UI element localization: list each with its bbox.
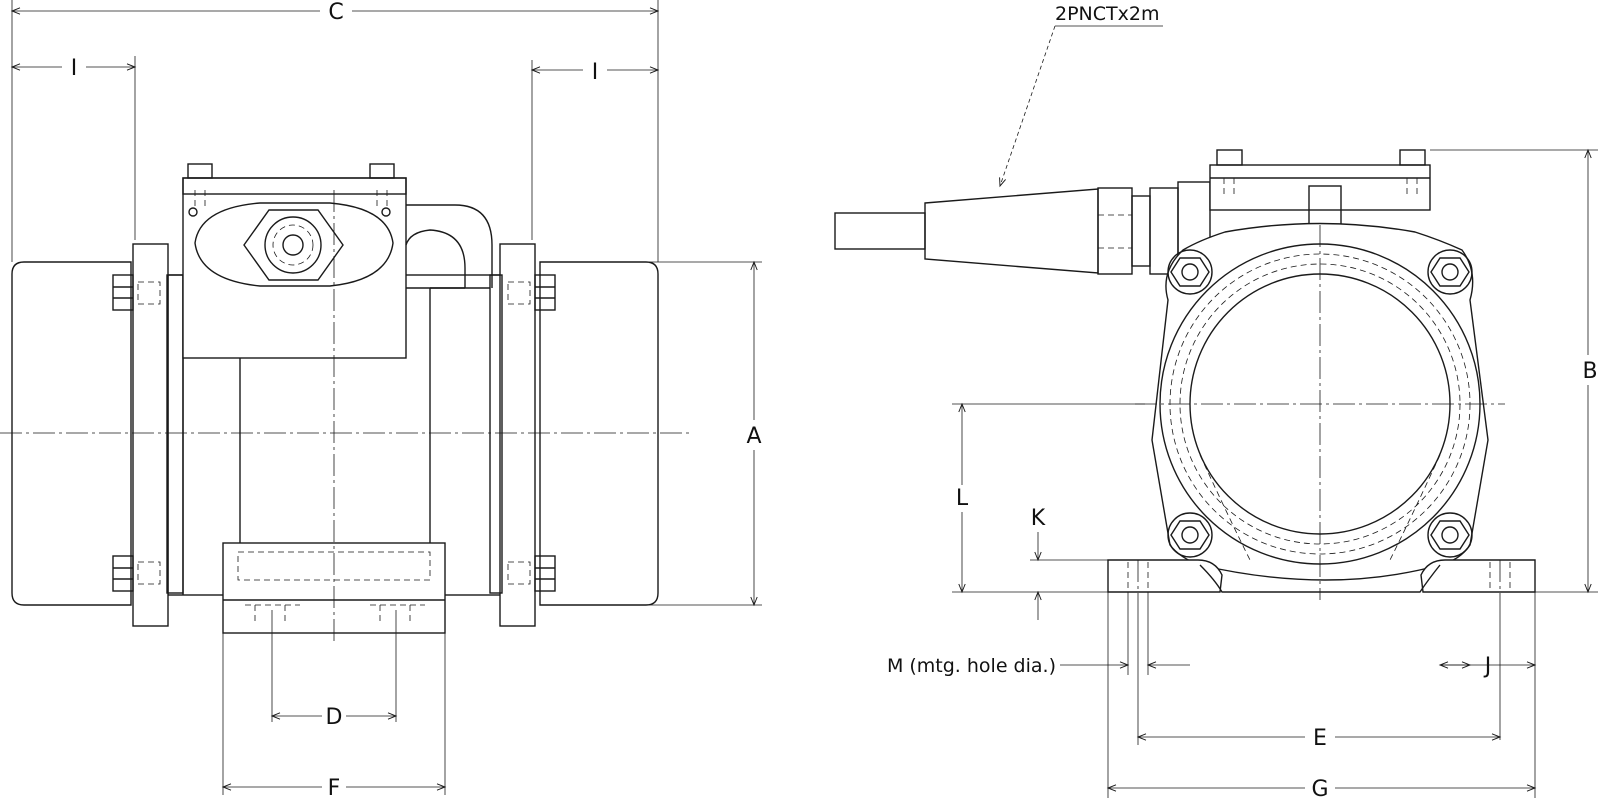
- terminal-box: [182, 177, 407, 359]
- top-bolt-left: [187, 163, 213, 179]
- side-foot-left: [1107, 559, 1223, 593]
- cable-gland-hex: [243, 209, 344, 281]
- cable-strain-relief: [924, 188, 1099, 274]
- corner-bolt-top-right: [1427, 249, 1473, 295]
- dim-label-A: A: [746, 424, 761, 449]
- cable: [834, 212, 926, 250]
- dim-label-L: L: [956, 486, 969, 511]
- corner-bolt-bottom-left: [1167, 512, 1213, 558]
- motor-body-right-end: [539, 261, 659, 606]
- dim-label-I-left: I: [71, 56, 78, 81]
- top-bolt-right: [369, 163, 395, 179]
- gland-nut: [1097, 187, 1133, 275]
- flange-bolt-lower-left: [112, 555, 134, 592]
- motor-body-left-end: [11, 261, 132, 606]
- cable-callout-label: 2PNCTx2m: [1055, 3, 1159, 25]
- dim-label-F: F: [328, 776, 341, 800]
- corner-bolt-bottom-right: [1427, 512, 1473, 558]
- gland-plate: [194, 202, 394, 287]
- dim-label-E: E: [1313, 726, 1327, 751]
- flange-bolt-upper-left: [112, 274, 134, 311]
- dim-label-I-right: I: [592, 60, 599, 85]
- flange-bolt-upper-right: [534, 274, 556, 311]
- dim-label-J: J: [1483, 654, 1492, 679]
- dim-label-C: C: [328, 0, 343, 25]
- front-view-dimensions: C I I A D F: [10, 0, 762, 800]
- side-foot-right: [1420, 559, 1536, 593]
- conduit-elbow: [406, 204, 493, 288]
- flange-bolt-lower-right: [534, 555, 556, 592]
- side-terminal-box: [1209, 164, 1431, 211]
- side-top-bolt-left: [1216, 149, 1243, 166]
- front-view: [0, 163, 690, 645]
- dim-label-B: B: [1582, 359, 1597, 384]
- dim-label-D: D: [326, 705, 343, 730]
- dim-label-M: M (mtg. hole dia.): [887, 655, 1056, 677]
- dim-label-K: K: [1031, 506, 1046, 531]
- corner-bolt-top-left: [1167, 249, 1213, 295]
- side-view-dimensions: 2PNCTx2m B L K M (mtg. hole dia.) J: [887, 3, 1598, 800]
- dim-label-G: G: [1311, 777, 1328, 800]
- side-view: [834, 149, 1536, 600]
- side-top-bolt-right: [1399, 149, 1426, 166]
